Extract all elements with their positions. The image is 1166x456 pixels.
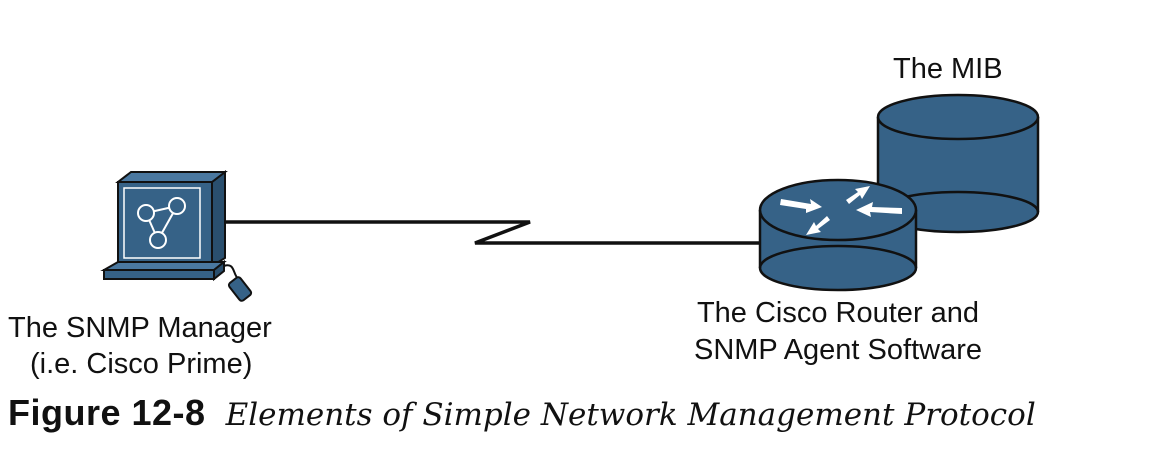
workstation-icon <box>100 169 253 302</box>
manager-label-line1: The SNMP Manager <box>8 312 272 344</box>
figure-title: Elements of Simple Network Management Pr… <box>225 397 1036 433</box>
network-topology-icon <box>137 197 186 249</box>
manager-label-line2: (i.e. Cisco Prime) <box>30 348 253 380</box>
serial-link-line <box>226 220 762 245</box>
router-label-line2: SNMP Agent Software <box>693 334 982 366</box>
figure-number: Figure 12-8 <box>8 392 206 433</box>
mib-database-icon <box>876 93 1040 234</box>
mib-label: The MIB <box>893 53 1003 85</box>
router-label-line1: The Cisco Router and <box>696 297 980 329</box>
figure-caption: Figure 12-8 Elements of Simple Network Ma… <box>8 392 1036 434</box>
router-icon <box>758 178 918 292</box>
